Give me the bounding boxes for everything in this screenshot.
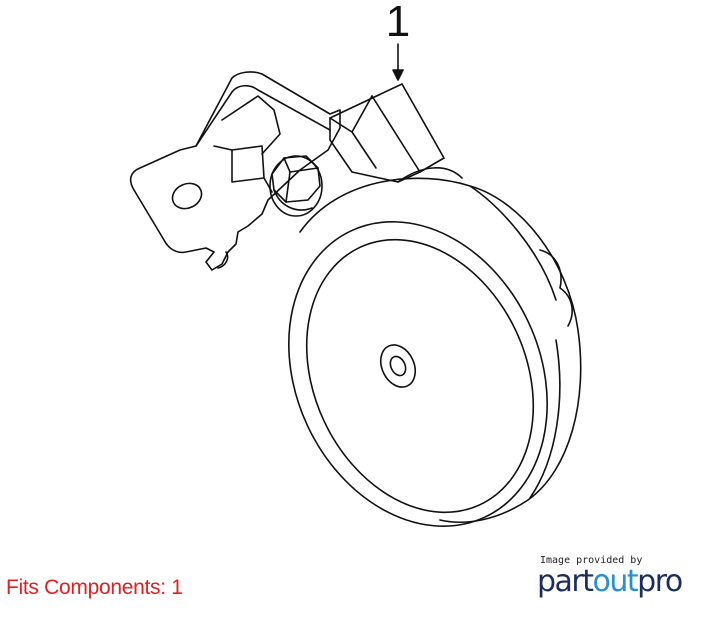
brand-part: part bbox=[537, 564, 594, 599]
partoutpro-logo: Image provided by partoutpro bbox=[537, 555, 697, 597]
brand-caption: Image provided by bbox=[540, 555, 643, 566]
mounting-bracket bbox=[129, 71, 341, 271]
horn-body bbox=[288, 177, 582, 527]
bracket-hole bbox=[171, 182, 203, 210]
brand-wordmark: partoutpro bbox=[537, 567, 697, 597]
brand-out: out bbox=[592, 564, 639, 599]
brand-pro: pro bbox=[637, 564, 683, 599]
callout-leader bbox=[392, 43, 404, 81]
mounting-bolt bbox=[269, 155, 323, 217]
horn-center-terminal bbox=[379, 344, 417, 388]
fits-components-label: Fits Components: 1 bbox=[6, 576, 183, 599]
callout-number: 1 bbox=[386, 0, 410, 46]
electrical-connector bbox=[329, 83, 463, 183]
